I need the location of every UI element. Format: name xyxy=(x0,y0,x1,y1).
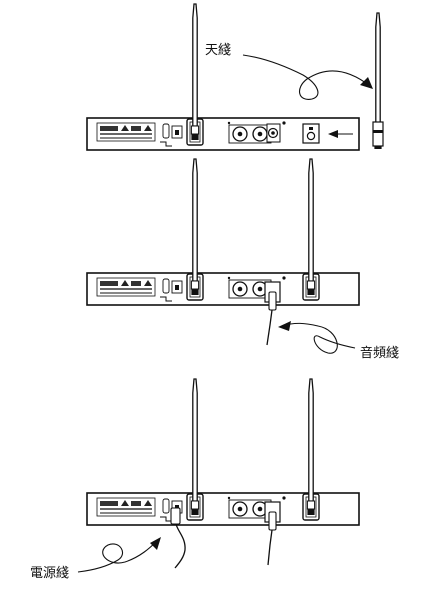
antenna-left-1 xyxy=(190,3,200,141)
antenna-arrow xyxy=(242,54,371,100)
power-cable xyxy=(174,523,186,569)
antenna-right-3 xyxy=(306,378,316,516)
power-arrow xyxy=(77,539,159,573)
antenna-left-3 xyxy=(190,378,200,516)
audio-cable-label: 音頻綫 xyxy=(360,346,400,361)
step-antenna-installation xyxy=(86,3,384,151)
audio-cable xyxy=(266,309,273,346)
audio-arrow xyxy=(281,322,356,354)
step-audio-cable-connection xyxy=(86,158,360,354)
antenna-label: 天綫 xyxy=(205,43,232,58)
antenna-left-2 xyxy=(190,158,200,296)
antenna-right-2 xyxy=(306,158,316,296)
audio-plug xyxy=(268,291,277,311)
step-power-cable-connection xyxy=(77,378,360,573)
power-plug xyxy=(170,507,181,525)
power-cable-label: 電源綫 xyxy=(30,566,70,581)
